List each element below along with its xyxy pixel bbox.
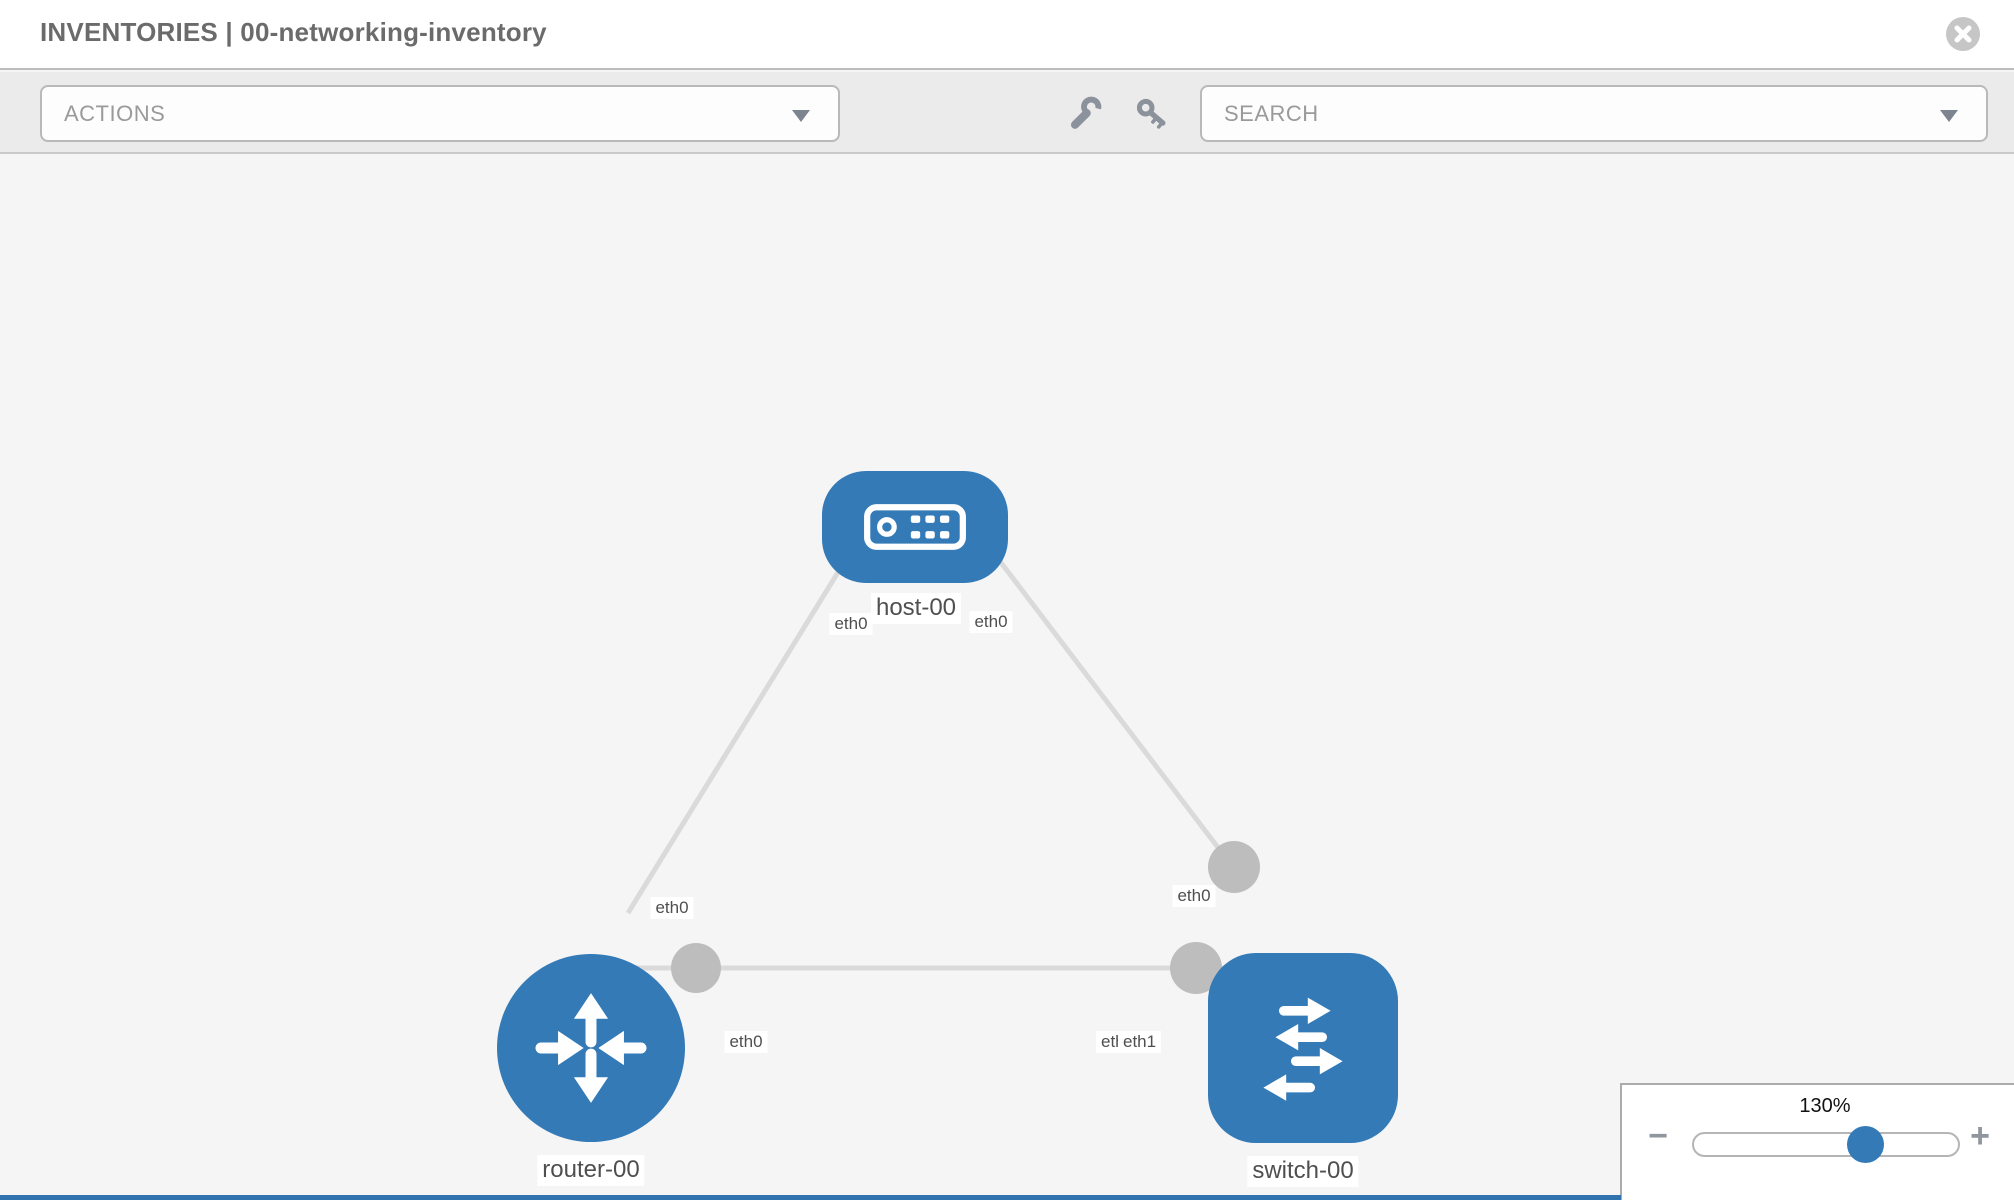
interface-switch-top[interactable] [1208,841,1260,893]
bottom-panel-edge [0,1195,1621,1200]
port-label-host-eth0-right: eth0 [969,611,1013,634]
host-icon [864,504,966,550]
wrench-icon[interactable] [1066,96,1102,132]
node-host-00[interactable] [822,471,1008,583]
port-label-host-eth0-left: eth0 [829,613,873,636]
zoom-out-button[interactable]: − [1648,1117,1668,1155]
toolbar: ACTIONS SEARCH [0,72,2014,154]
port-label-router-eth0-uplink: eth0 [650,897,694,920]
zoom-in-button[interactable]: + [1970,1117,1990,1155]
chevron-down-icon [1940,110,1958,122]
zoom-level-value: 130% [1799,1095,1851,1117]
node-switch-00[interactable] [1208,953,1398,1143]
interface-router-right[interactable] [671,943,721,993]
search-dropdown[interactable]: SEARCH [1200,85,1988,142]
topology-canvas[interactable]: eth0 eth0 host-00 eth0 eth0 eth0 eth0 et… [0,156,2014,1200]
zoom-slider[interactable] [1692,1132,1960,1157]
zoom-control-panel: 130% − + [1620,1083,2014,1200]
key-icon[interactable] [1134,96,1170,132]
port-label-router-eth0-right: eth0 [724,1031,768,1054]
zoom-slider-thumb[interactable] [1847,1126,1884,1163]
interface-switch-left[interactable] [1170,942,1222,994]
port-label-switch-eth0-uplink: eth0 [1172,885,1216,908]
page-title: INVENTORIES | 00-networking-inventory [40,17,547,47]
actions-dropdown[interactable]: ACTIONS [40,85,840,142]
close-button[interactable] [1946,17,1980,51]
actions-dropdown-label: ACTIONS [64,100,166,126]
switch-icon [1263,997,1343,1101]
close-icon [1954,25,1972,43]
search-dropdown-label: SEARCH [1224,100,1319,126]
node-label-router-00: router-00 [537,1155,645,1186]
port-label-switch-eth1-left: eth1 [1118,1031,1162,1054]
chevron-down-icon [792,110,810,122]
node-router-00[interactable] [497,954,685,1142]
node-label-host-00: host-00 [870,593,962,624]
router-icon [535,993,647,1103]
node-label-switch-00: switch-00 [1247,1156,1359,1187]
header: INVENTORIES | 00-networking-inventory [0,0,2014,70]
